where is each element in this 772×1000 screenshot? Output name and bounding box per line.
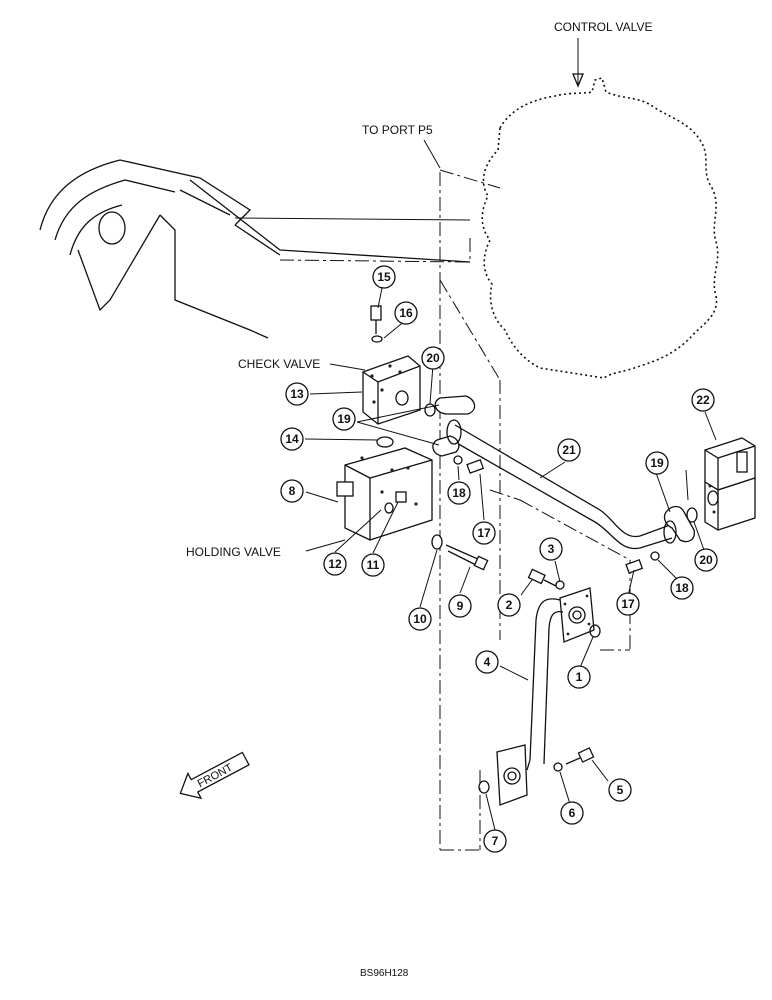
svg-text:19: 19 <box>650 456 664 470</box>
svg-text:12: 12 <box>328 557 342 571</box>
boom-frame <box>39 159 471 339</box>
svg-text:4: 4 <box>484 655 491 669</box>
bolt-9 <box>431 534 489 571</box>
control-valve-label: CONTROL VALVE <box>554 20 652 34</box>
callout: 17 <box>616 592 640 616</box>
svg-text:17: 17 <box>621 597 635 611</box>
callout: 16 <box>394 301 418 325</box>
svg-text:8: 8 <box>289 484 296 498</box>
callout: 14 <box>280 427 304 451</box>
bolt-17-upper <box>453 455 485 474</box>
callout: 7 <box>483 829 507 853</box>
callout: 13 <box>285 382 309 406</box>
svg-text:17: 17 <box>477 526 491 540</box>
to-port-label: TO PORT P5 <box>362 123 433 137</box>
svg-text:2: 2 <box>506 598 513 612</box>
svg-text:15: 15 <box>377 270 391 284</box>
svg-text:14: 14 <box>285 432 299 446</box>
svg-text:10: 10 <box>413 612 427 626</box>
check-valve-label: CHECK VALVE <box>238 357 320 371</box>
callout: 2 <box>497 593 521 617</box>
svg-text:9: 9 <box>457 599 464 613</box>
pipe-4 <box>496 587 595 806</box>
callout: 1 <box>567 665 591 689</box>
label-leaders <box>304 139 717 831</box>
svg-text:1: 1 <box>576 670 583 684</box>
bolt-5 <box>553 747 595 772</box>
bolt-2 <box>527 568 565 590</box>
phantom-lines <box>279 169 631 851</box>
svg-text:20: 20 <box>699 553 713 567</box>
callout: 9 <box>448 594 472 618</box>
svg-text:5: 5 <box>617 783 624 797</box>
holding-valve-label: HOLDING VALVE <box>186 545 281 559</box>
callout: 4 <box>475 650 499 674</box>
callout: 21 <box>557 438 581 462</box>
callout: 20 <box>694 548 718 572</box>
callouts: 1 2 3 4 5 6 7 8 9 10 11 12 13 14 15 16 1… <box>280 265 718 853</box>
o-ring-1 <box>589 624 601 638</box>
svg-text:18: 18 <box>675 581 689 595</box>
svg-text:21: 21 <box>562 443 576 457</box>
callout: 12 <box>323 552 347 576</box>
callout: 11 <box>361 553 385 577</box>
svg-text:11: 11 <box>367 558 380 572</box>
callout: 3 <box>539 537 563 561</box>
callout: 6 <box>560 801 584 825</box>
callout: 18 <box>447 481 471 505</box>
o-ring-20-right <box>686 507 698 523</box>
o-ring-7 <box>478 780 490 794</box>
callout: 17 <box>472 521 496 545</box>
holding-valve <box>336 436 433 541</box>
svg-text:18: 18 <box>452 486 466 500</box>
svg-text:19: 19 <box>337 412 351 426</box>
control-valve <box>481 38 719 379</box>
bolt-17-lower <box>625 551 660 574</box>
callout: 18 <box>670 576 694 600</box>
component-22 <box>704 437 756 531</box>
svg-text:13: 13 <box>290 387 304 401</box>
drawing-code: BS96H128 <box>360 968 409 979</box>
callout: 20 <box>421 346 445 370</box>
callout: 5 <box>608 778 632 802</box>
callout: 19 <box>645 451 669 475</box>
callout: 15 <box>372 265 396 289</box>
check-valve <box>362 355 436 425</box>
svg-text:20: 20 <box>426 351 440 365</box>
svg-text:22: 22 <box>696 393 710 407</box>
callout: 19 <box>332 407 356 431</box>
bolt-15 <box>370 305 383 343</box>
callout: 8 <box>280 479 304 503</box>
callout: 22 <box>691 388 715 412</box>
callout: 10 <box>408 607 432 631</box>
front-arrow: FRONT <box>179 751 250 800</box>
pipe-21 <box>432 395 695 550</box>
svg-text:6: 6 <box>569 806 576 820</box>
svg-text:3: 3 <box>548 542 555 556</box>
svg-text:7: 7 <box>492 834 499 848</box>
svg-text:16: 16 <box>399 306 413 320</box>
